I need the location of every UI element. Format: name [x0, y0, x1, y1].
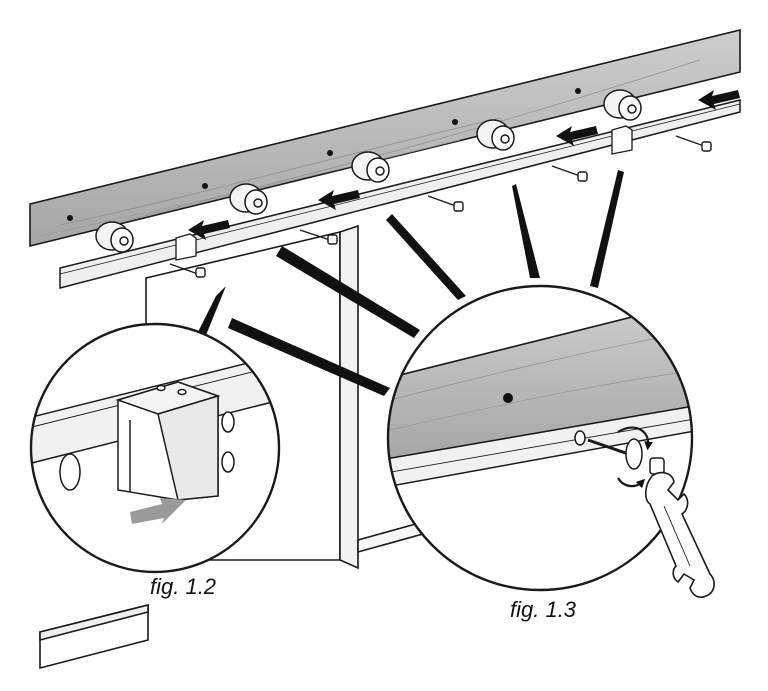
fig-1-2-label: fig. 1.2	[150, 574, 216, 599]
detail-circle-fig-1-3	[386, 284, 694, 592]
screw-icon	[169, 263, 206, 278]
screws	[169, 135, 712, 278]
rotate-icon	[617, 477, 646, 489]
arrow-left-icon	[188, 220, 230, 240]
arrow-left-icon	[318, 190, 360, 210]
screw-icon	[675, 135, 712, 152]
roller-icon	[603, 89, 642, 121]
direction-arrows	[188, 90, 740, 240]
roller-icon	[476, 119, 515, 151]
fig-1-3-label: fig. 1.3	[510, 597, 577, 622]
detail-circle-fig-1-2	[29, 322, 281, 574]
screw-icon	[427, 195, 464, 212]
screw-icon	[299, 229, 338, 245]
stop-blocks	[175, 125, 633, 261]
rollers	[95, 89, 642, 253]
roller-icon	[95, 221, 134, 253]
arrow-left-icon	[698, 90, 740, 110]
roller-icon	[351, 151, 390, 183]
wooden-header-board	[29, 28, 741, 248]
screw-icon	[551, 165, 588, 182]
callout-pointers	[196, 170, 624, 396]
wrench-icon	[644, 471, 715, 599]
roller-icon	[229, 183, 268, 215]
arrow-left-icon	[556, 126, 598, 146]
board-holes	[67, 88, 581, 221]
rotate-icon	[617, 426, 653, 451]
